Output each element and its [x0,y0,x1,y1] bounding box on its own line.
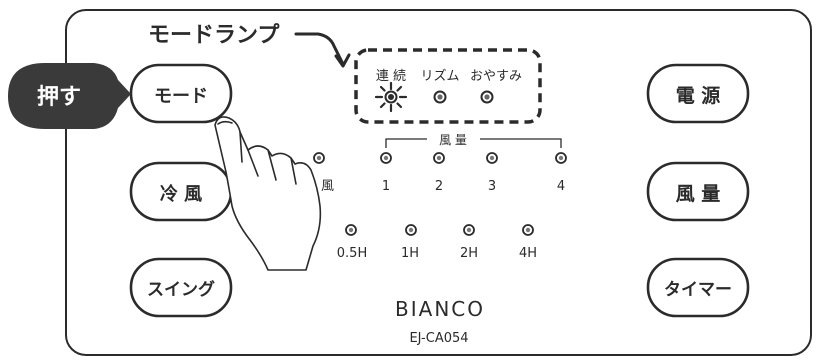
fan-indicator-label-1: 1 [382,179,390,194]
mode-lamp-label-rhythm: リズム [420,68,459,84]
timer-indicator-2h [463,224,475,236]
fan-indicator-label-4: 4 [557,179,565,194]
mode-lamp-callout: モードランプ [148,23,280,48]
timer-indicator-label-2h: 2H [460,246,478,261]
fan-speed-bracket-left [385,138,427,148]
press-callout: 押す [8,63,131,129]
fan-speed-button-label: 風 量 [676,183,721,205]
press-callout-label: 押す [37,84,81,110]
mode-lamp-callout-arrowhead [334,53,351,68]
timer-indicator-1h [405,224,417,236]
fan-indicator-2 [433,152,445,164]
mode-button[interactable]: モード [129,63,233,124]
timer-indicator-label-1h: 1H [401,246,419,261]
timer-indicator-4h [522,224,534,236]
fan-speed-group-label: 風 量 [439,133,467,147]
mode-lamp-sleep-core [484,94,490,100]
timer-button[interactable]: タイマー [646,257,750,318]
model-number: EJ-CA054 [409,331,468,346]
fan-indicator-4 [555,152,567,164]
swing-button[interactable]: スイング [129,257,233,318]
pointing-hand-icon [214,116,322,271]
cool-button-label: 冷 風 [160,183,202,205]
mode-lamp-continuous-core [388,94,394,100]
timer-indicator-0-5h [345,224,357,236]
timer-indicator-label-4h: 4H [519,246,537,261]
cool-button[interactable]: 冷 風 [129,161,233,222]
control-panel-outline [65,9,812,356]
fan-speed-button[interactable]: 風 量 [646,161,750,222]
timer-indicator-label-0-5h: 0.5H [337,246,367,261]
power-button-label: 電 源 [676,84,721,107]
swing-button-label: スイング [147,279,215,300]
mode-button-label: モード [154,86,208,107]
mode-lamp-label-continuous: 連 続 [376,69,406,84]
timer-button-label: タイマー [664,280,732,300]
power-button[interactable]: 電 源 [646,63,750,124]
brand-name: BIANCO [395,297,485,321]
mode-lamp-label-sleep: おやすみ [470,69,522,84]
fan-indicator-3 [486,152,498,164]
fan-indicator-label-3: 3 [488,179,496,194]
mode-lamp-group [354,48,542,124]
lit-lamp-rays-icon [374,81,408,113]
fan-indicator-cool [313,152,325,164]
fan-speed-bracket-right [480,138,562,148]
mode-lamp-callout-arrow [294,32,344,64]
mode-lamp-rhythm-core [437,94,443,100]
fan-indicator-1 [380,152,392,164]
fan-indicator-label-2: 2 [435,179,443,194]
